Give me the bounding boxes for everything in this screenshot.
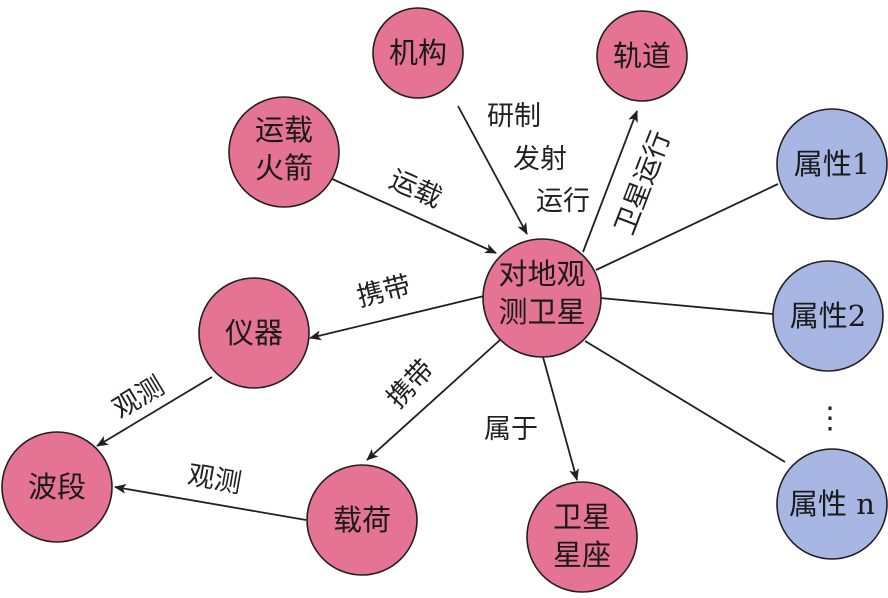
node-org-circle	[372, 7, 464, 99]
edge-center-constellation	[542, 356, 579, 481]
attributes-ellipsis: ⋮	[815, 401, 845, 436]
node-orbit: 轨道	[596, 10, 688, 102]
node-payload: 载荷	[306, 464, 418, 576]
node-center-label-line1: 对地观	[498, 257, 585, 291]
node-rocket-circle	[228, 96, 340, 208]
node-attrn-circle	[776, 448, 888, 560]
node-rocket-label-line1: 运载	[255, 113, 313, 147]
edge-center-attr1	[595, 183, 779, 271]
node-attr1-label: 属性1	[794, 147, 870, 181]
label-center-payload: 携带	[381, 354, 440, 415]
edge-rocket-center	[329, 177, 497, 254]
node-center-label-line2: 测卫星	[498, 295, 585, 329]
node-orbit-circle	[596, 10, 688, 102]
node-center-circle	[482, 238, 602, 358]
node-rocket: 运载 火箭	[228, 96, 340, 208]
label-center-constellation: 属于	[484, 414, 538, 445]
node-attr1: 属性1	[776, 108, 888, 220]
node-org: 机构	[372, 7, 464, 99]
label-org-center-line2: 发射	[513, 144, 567, 175]
node-rocket-label-line2: 火箭	[255, 151, 313, 185]
node-instrument-label: 仪器	[225, 316, 283, 350]
node-constellation-label-line1: 卫星	[553, 500, 611, 534]
edge-center-attr2	[599, 297, 774, 315]
edge-instrument-band	[96, 376, 213, 447]
node-attrn: 属性 n	[776, 448, 888, 560]
node-constellation: 卫星 星座	[526, 481, 638, 593]
edge-center-instrument	[309, 295, 485, 341]
node-band-label: 波段	[28, 470, 86, 504]
node-payload-circle	[306, 464, 418, 576]
label-center-orbit: 卫星运行	[609, 127, 677, 239]
node-center: 对地观 测卫星	[482, 238, 602, 358]
edges	[96, 105, 786, 521]
node-instrument-circle	[198, 277, 310, 389]
node-attr1-circle	[776, 108, 888, 220]
node-org-label: 机构	[389, 36, 447, 70]
label-org-center-line1: 研制	[487, 101, 541, 132]
edge-payload-band	[114, 483, 307, 521]
nodes: 机构 轨道 运载 火箭 对地观 测卫星 仪器 波段 载荷	[1, 7, 888, 593]
node-instrument: 仪器	[198, 277, 310, 389]
node-orbit-label: 轨道	[613, 39, 671, 73]
edge-center-payload	[366, 339, 501, 461]
label-center-instrument: 携带	[354, 270, 414, 313]
edge-org-center	[457, 105, 528, 235]
node-attr2-circle	[772, 260, 884, 372]
label-org-center-line3: 运行	[536, 186, 590, 217]
node-band: 波段	[1, 431, 113, 543]
node-attr2: 属性2	[772, 260, 884, 372]
label-instrument-band: 观测	[107, 371, 169, 425]
node-constellation-circle	[526, 481, 638, 593]
edge-center-orbit	[582, 110, 638, 253]
node-band-circle	[1, 431, 113, 543]
node-attrn-label: 属性 n	[789, 487, 875, 521]
label-payload-band: 观测	[185, 460, 244, 500]
edge-center-attrn	[584, 340, 786, 463]
node-constellation-label-line2: 星座	[553, 538, 611, 572]
node-payload-label: 载荷	[333, 503, 391, 537]
node-attr2-label: 属性2	[790, 299, 866, 333]
